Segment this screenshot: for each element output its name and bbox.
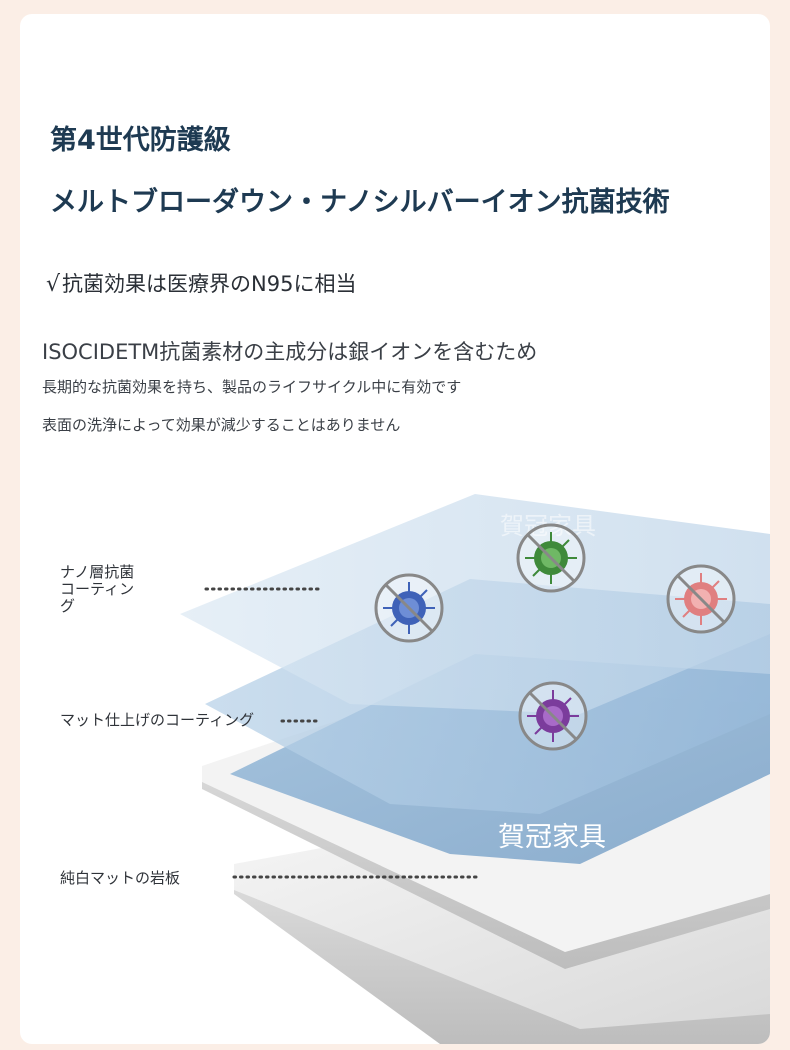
heading-generation: 第4世代防護級: [50, 125, 231, 156]
claim-line: √抗菌効果は医療界のN95に相当: [46, 268, 356, 298]
product-card: 第4世代防護級 メルトブローダウン・ナノシルバーイオン抗菌技術 √抗菌効果は医療…: [20, 14, 770, 1044]
blue-virus-crossed-icon: [374, 573, 444, 643]
nano-layer-label-line-1: ナノ層抗菌: [60, 563, 135, 581]
watermark-main: 賀冠家具: [498, 822, 606, 853]
nano-coating-layer: [180, 494, 770, 714]
layer-diagram: 賀冠家具 賀冠家具: [180, 494, 770, 1044]
description-sub-2: 表面の洗浄によって効果が減少することはありません: [42, 416, 401, 434]
heading-technology: メルトブローダウン・ナノシルバーイオン抗菌技術: [50, 187, 670, 218]
stone-layer-label: 純白マットの岩板: [60, 869, 181, 887]
nano-layer-label-line-2: コーティン: [60, 580, 135, 598]
purple-virus-crossed-icon: [518, 681, 588, 751]
description-main: ISOCIDETM抗菌素材の主成分は銀イオンを含むため: [42, 340, 538, 364]
matte-layer-label: マット仕上げのコーティング: [60, 711, 255, 729]
nano-layer-label: ナノ層抗菌 コーティン グ: [60, 564, 134, 615]
nano-layer-label-line-3: グ: [60, 597, 76, 615]
check-icon: √: [46, 272, 61, 297]
green-virus-crossed-icon: [516, 523, 586, 593]
red-virus-crossed-icon: [666, 564, 736, 634]
claim-text: 抗菌効果は医療界のN95に相当: [62, 272, 357, 296]
description-sub-1: 長期的な抗菌効果を持ち、製品のライフサイクル中に有効です: [42, 378, 462, 396]
